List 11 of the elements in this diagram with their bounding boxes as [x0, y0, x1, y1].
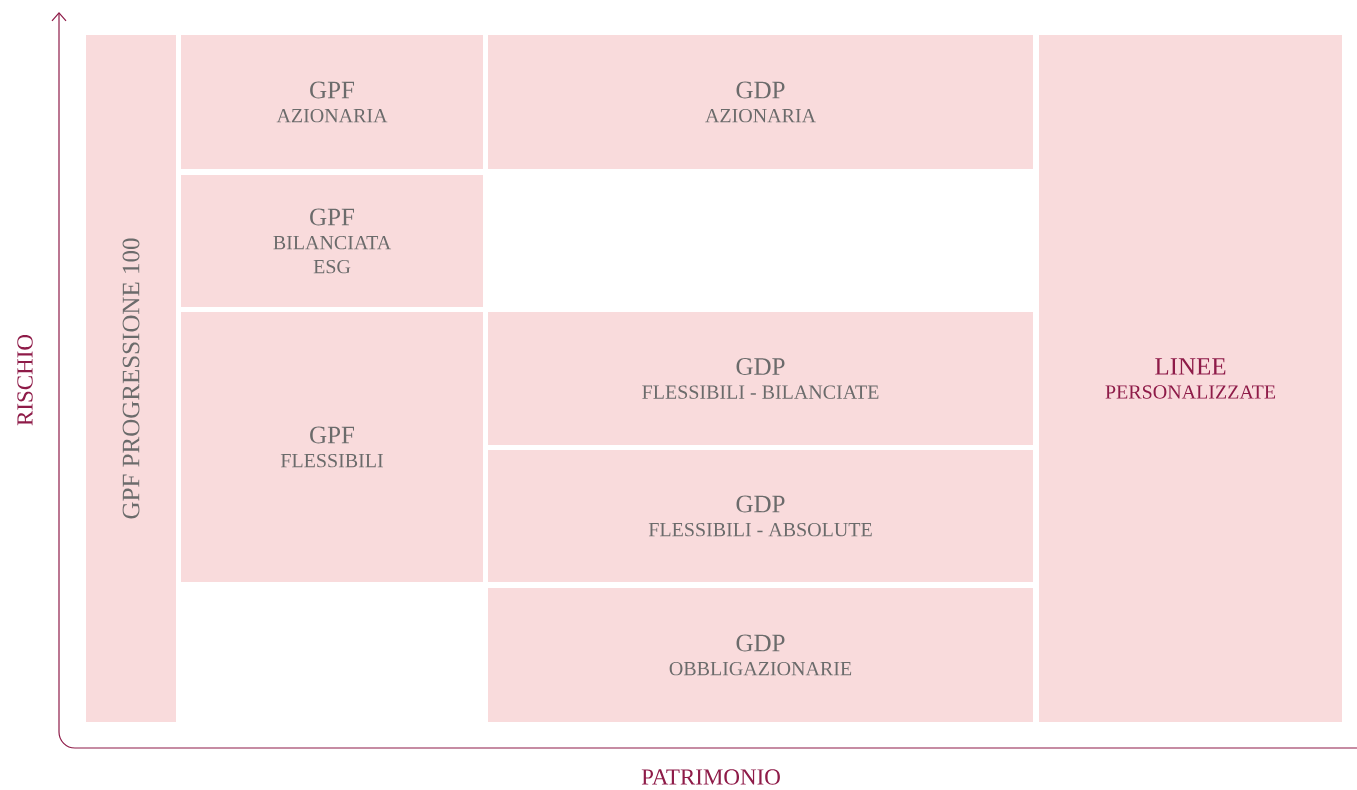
category-box: GDP FLESSIBILI - BILANCIATE	[488, 312, 1033, 445]
category-box: GPF FLESSIBILI	[181, 312, 483, 582]
axis-label: RISCHIO	[17, 334, 33, 426]
category-box: GDP FLESSIBILI - ABSOLUTE	[488, 450, 1033, 582]
category-box: GDP AZIONARIA	[488, 35, 1033, 169]
category-box: GPF AZIONARIA	[181, 35, 483, 169]
category-box: GDP OBBLIGAZIONARIE	[488, 588, 1033, 722]
category-box: GPF PROGRESSIONE 100	[86, 35, 176, 722]
category-box: LINEE PERSONALIZZATE	[1039, 35, 1342, 722]
axis-label: PATRIMONIO	[641, 769, 780, 785]
category-box: GPF BILANCIATA ESG	[181, 175, 483, 307]
